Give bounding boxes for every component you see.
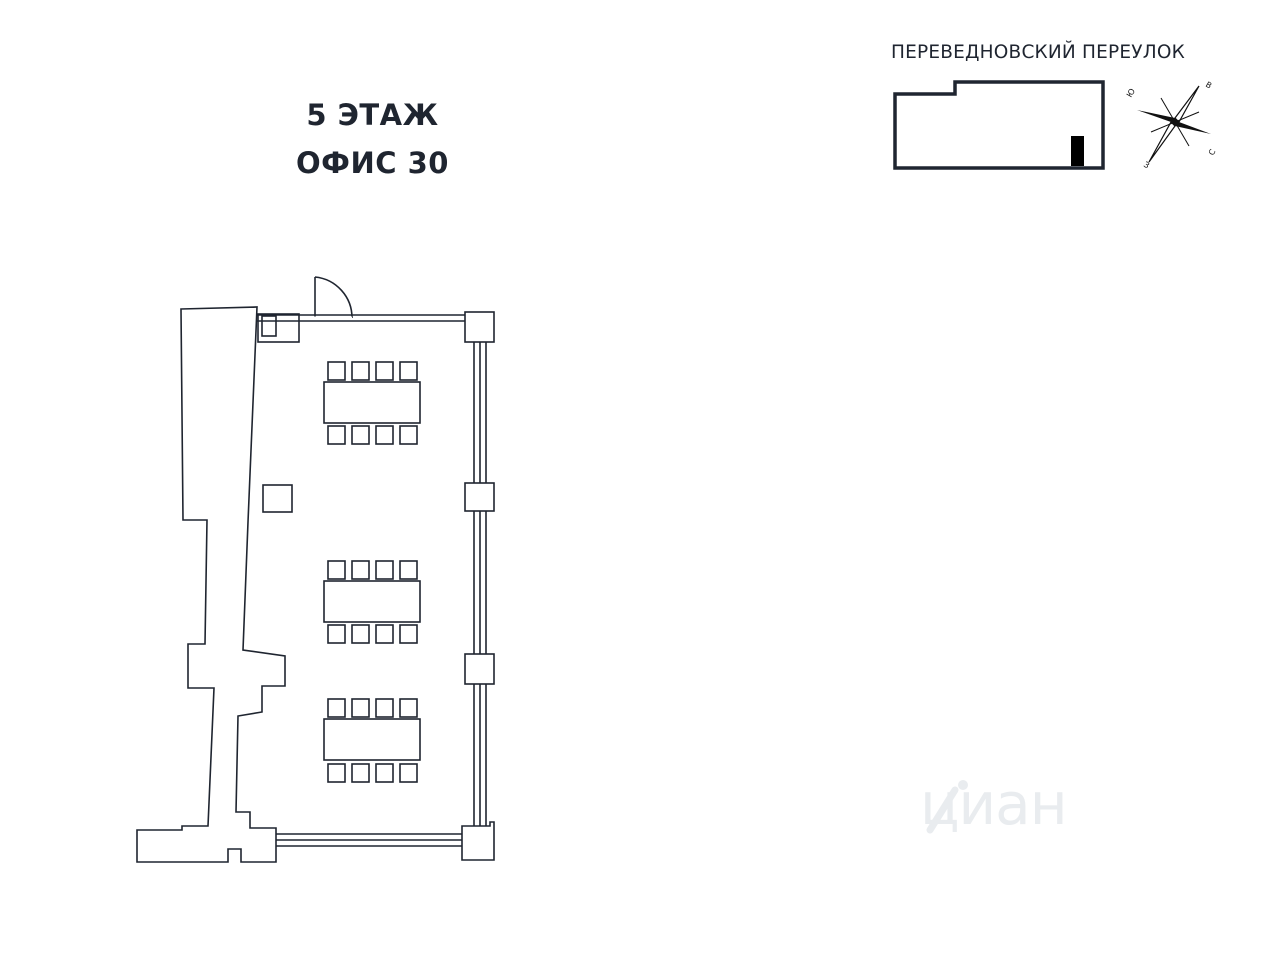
chair bbox=[351, 698, 370, 718]
chair bbox=[399, 698, 418, 718]
chair bbox=[351, 361, 370, 381]
office-location-marker bbox=[1071, 136, 1084, 166]
chair bbox=[327, 624, 346, 644]
table bbox=[323, 718, 421, 761]
column bbox=[464, 653, 495, 685]
chair bbox=[327, 425, 346, 445]
chair bbox=[399, 624, 418, 644]
floor-plan bbox=[136, 276, 495, 863]
left-wall-core bbox=[136, 306, 286, 863]
compass-letter-west: З bbox=[1142, 160, 1151, 170]
chair bbox=[351, 624, 370, 644]
chair bbox=[375, 763, 394, 783]
chair bbox=[327, 763, 346, 783]
chair bbox=[399, 361, 418, 381]
meeting-table-group bbox=[323, 698, 421, 783]
compass-letter-north: С bbox=[1207, 147, 1218, 157]
street-label: ПЕРЕВЕДНОВСКИЙ ПЕРЕУЛОК bbox=[891, 42, 1185, 63]
chair bbox=[351, 425, 370, 445]
compass-letter-east: В bbox=[1204, 80, 1213, 91]
chair bbox=[375, 698, 394, 718]
compass-letter-south: Ю bbox=[1125, 87, 1137, 99]
key-plan bbox=[893, 80, 1105, 170]
chair bbox=[327, 560, 346, 580]
column bbox=[257, 313, 300, 343]
table bbox=[323, 580, 421, 623]
chair bbox=[399, 763, 418, 783]
chair bbox=[399, 425, 418, 445]
chair bbox=[375, 361, 394, 381]
table bbox=[323, 381, 421, 424]
chair bbox=[327, 698, 346, 718]
compass-icon: Ю В С З bbox=[1125, 80, 1218, 170]
floor-label: 5 ЭТАЖ bbox=[306, 98, 439, 132]
column bbox=[262, 484, 293, 513]
chair bbox=[327, 361, 346, 381]
door-icon bbox=[311, 276, 353, 320]
meeting-table-group bbox=[323, 361, 421, 445]
chair bbox=[375, 425, 394, 445]
office-label: ОФИС 30 bbox=[296, 146, 449, 180]
chair bbox=[351, 560, 370, 580]
column bbox=[461, 821, 495, 861]
building-outline bbox=[893, 80, 1105, 170]
chair bbox=[375, 560, 394, 580]
chair bbox=[375, 624, 394, 644]
chair bbox=[351, 763, 370, 783]
meeting-table-group bbox=[323, 560, 421, 644]
watermark-logo-icon bbox=[926, 780, 968, 834]
column bbox=[464, 482, 495, 512]
chair bbox=[399, 560, 418, 580]
column bbox=[464, 311, 495, 343]
